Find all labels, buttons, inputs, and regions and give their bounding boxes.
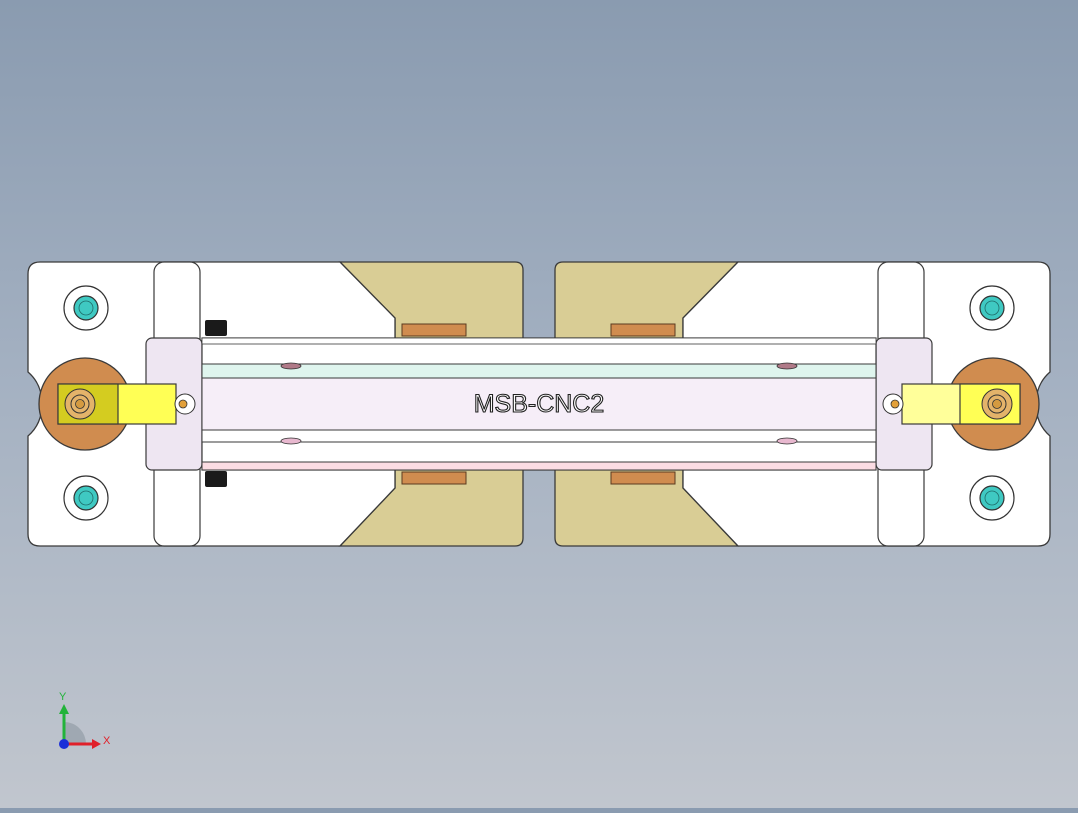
copper-tab-bottom-right — [610, 471, 676, 485]
mounting-screw-bottom-right — [969, 475, 1015, 521]
left-clamp-screw — [64, 388, 96, 420]
right-clamp-screw — [981, 388, 1013, 420]
model-label: MSB-CNC2 — [474, 390, 605, 418]
z-axis-origin — [59, 739, 69, 749]
mounting-screw-bottom-left — [63, 475, 109, 521]
mounting-screw-top-right — [969, 285, 1015, 331]
black-set-screw-top — [205, 320, 227, 336]
copper-tab-top-left — [401, 323, 467, 337]
coordinate-triad[interactable]: Y X — [59, 691, 111, 749]
y-axis-label: Y — [59, 691, 67, 703]
mounting-screw-top-left — [63, 285, 109, 331]
copper-tab-top-right — [610, 323, 676, 337]
center-rail: MSB-CNC2 — [201, 337, 877, 471]
x-axis-label: X — [103, 735, 111, 747]
copper-tab-bottom-left — [401, 471, 467, 485]
black-set-screw-bottom — [205, 471, 227, 487]
